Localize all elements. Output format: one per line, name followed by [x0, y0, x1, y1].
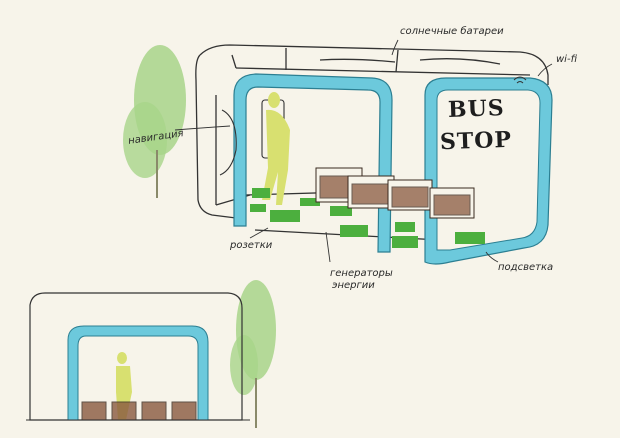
- label-wifi: wi-fi: [556, 54, 578, 65]
- person-figure: [262, 92, 290, 205]
- sign-bus: BUS: [447, 95, 506, 123]
- callout-lines: [174, 39, 553, 263]
- grass-tiles: [250, 188, 485, 248]
- label-generators-2: энергии: [332, 280, 375, 291]
- shelter-shell: [195, 44, 549, 241]
- tree-left: [123, 45, 186, 198]
- label-solar-panels: солнечные батареи: [400, 26, 504, 37]
- energy-generators: [315, 167, 475, 219]
- sign-stop: STOP: [439, 126, 513, 156]
- wifi-icon: [513, 76, 527, 84]
- front-elevation: [26, 280, 276, 428]
- label-generators-1: генераторы: [330, 268, 393, 279]
- label-lighting: подсветка: [498, 262, 554, 273]
- front-frame: [233, 73, 393, 253]
- label-sockets: розетки: [230, 240, 273, 251]
